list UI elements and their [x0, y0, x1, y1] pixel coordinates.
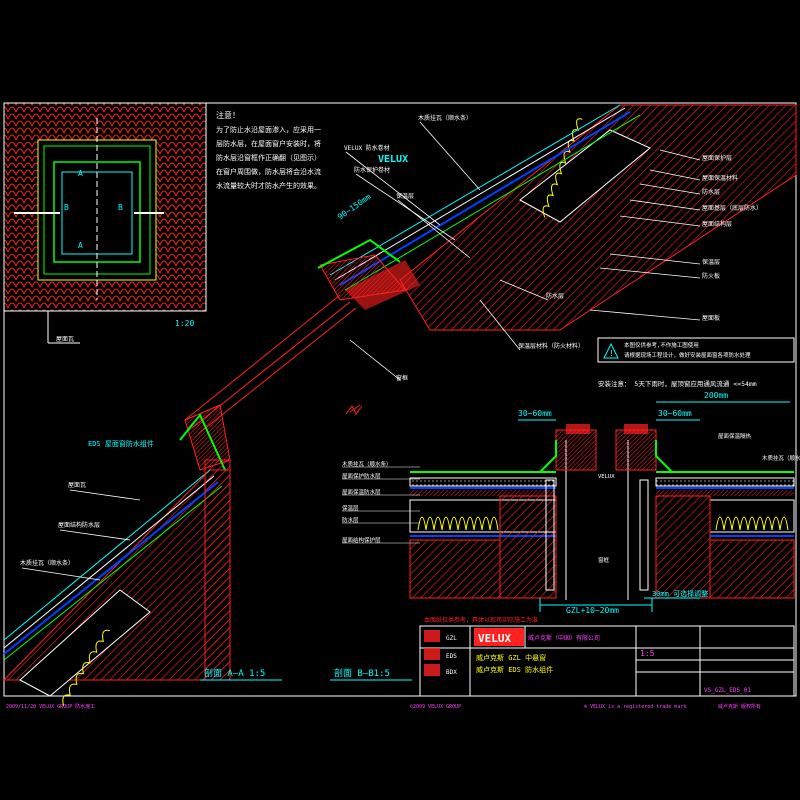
title-product-sub: 威卢克斯 EDS 防水组件 — [476, 665, 553, 674]
dim-30-60-left: 30~60mm — [518, 409, 552, 418]
detail-left-callout: 屋面结构保护层 — [342, 536, 381, 544]
roof-callout: 防水保护卷材 — [354, 166, 390, 174]
legend-eds: EDS — [446, 653, 457, 660]
footer-trademark: ® VELUX is a registered trade mark — [584, 704, 686, 710]
svg-text:!: ! — [609, 349, 614, 358]
plan-label-a-bottom: A — [78, 241, 83, 250]
right-callout: 屋面板 — [702, 314, 720, 322]
notes-line: 防水层沿窗框作正确翻（见图示） — [216, 153, 321, 162]
eds-label: EDS 屋面窗防水组件 — [88, 439, 154, 448]
right-callout: 屋面保温材料 — [702, 174, 738, 182]
footer-mid: ©2009 VELUX GROUP — [410, 704, 461, 710]
footer-copyright: 威卢克斯 版权所有 — [718, 703, 761, 710]
top-callouts: 木质挂瓦（顺水条） VELUX 防水卷材防水保护卷材保温层防水层保温层材料（防火材… — [344, 114, 584, 382]
footer-left: 2009/11/20 VELUX GROUP 防水施工 — [6, 703, 95, 710]
warning-line-1: 本图仅供参考,不作施工图使用 — [624, 341, 699, 349]
roof-callout: 防水层 — [546, 292, 564, 300]
notes-line: 水流量较大时才防水产生的效果。 — [216, 181, 321, 190]
roof-callout: 保温层材料（防火材料） — [518, 342, 584, 350]
right-callout: 屋面结构层 — [702, 220, 732, 228]
roof-callout-glass: 窗框 — [396, 374, 408, 382]
right-callout: 屋面基层（底层防水） — [702, 204, 762, 212]
section-aa-title: 剖面 A—A 1:5 — [204, 667, 265, 679]
right-callout: 防水层 — [702, 188, 720, 196]
left-callout: 屋面瓦 — [68, 482, 86, 489]
dim-90-150: 90~150mm — [336, 192, 373, 222]
section-bb-detail — [409, 401, 795, 612]
detail-right-callout: 木质挂瓦（顺水条） — [762, 454, 800, 462]
section-aa-roof — [2, 104, 797, 707]
detail-left-callout: 保温层 — [342, 504, 359, 512]
plan-view — [3, 102, 207, 312]
warning-line-2: 请根据现场工程设计，做好安装屋面窗各项防水处理 — [624, 351, 751, 359]
dim-gzl: GZL+10~20mm — [566, 606, 619, 615]
detail-right-callout: 窗框 — [598, 556, 610, 564]
plan-scale: 1:20 — [175, 319, 194, 328]
top-install-note: 安装注意： 5天下雨时，屋顶窗应用通风流通 <=54mm — [598, 379, 757, 388]
dim-30-60-right: 30~60mm — [658, 409, 692, 418]
notes-line: 在窗户周围做，防水层将会沿水流 — [216, 167, 321, 176]
plan-label-a-top: A — [78, 169, 83, 178]
legend-bdx: BDX — [446, 669, 457, 676]
detail-right-callout: VELUX — [598, 474, 615, 480]
detail-left-callout: 屋面保护防水层 — [342, 472, 381, 480]
drawing-frame — [3, 102, 797, 697]
plan-label-b-left: B — [64, 203, 69, 212]
title-drawing-no: VS_GZL_EDS_01 — [704, 687, 751, 694]
right-callout: 屋面保护层 — [702, 154, 732, 162]
left-callout: 屋面结构防水层 — [58, 521, 100, 529]
notes-body: 为了防止水沿屋面渗入，应采用一层防水层，在屋面窗户安装时，将防水层沿窗框作正确翻… — [216, 125, 321, 190]
notes-title: 注意！ — [216, 110, 240, 120]
bottom-red-note: 本图纸仅供参考，具体以现场实际施工为准 — [424, 616, 538, 624]
roof-callout: 保温层 — [396, 192, 414, 200]
detail-left-callout: 防水层 — [342, 516, 359, 524]
dim-200: 200mm — [704, 391, 728, 400]
velux-mark-slope: VELUX — [378, 154, 408, 165]
title-block — [419, 625, 795, 697]
left-callout: 木质挂瓦（顺水条） — [20, 559, 74, 567]
warning-box: ! — [597, 337, 795, 363]
dim-30-bottom: 30mm 可选择调整 — [652, 589, 708, 598]
right-callout: 防火板 — [702, 272, 720, 280]
plan-tiles-label: 屋面瓦 — [56, 336, 74, 343]
plan-label-b-right: B — [118, 203, 123, 212]
detail-left-callout: 木质挂瓦（顺水条） — [342, 460, 392, 468]
section-bb-title: 剖面 B—B1:5 — [334, 667, 390, 679]
notes-line: 层防水层，在屋面窗户安装时，将 — [216, 139, 321, 148]
detail-right-callout: 屋面保温隔热 — [718, 432, 752, 440]
title-product: 威卢克斯 GZL 中悬窗 — [476, 653, 546, 662]
title-scale: 1:5 — [640, 649, 655, 658]
detail-left-callout: 屋面保温防水层 — [342, 488, 381, 496]
title-company: 威卢克斯（中国）有限公司 — [528, 634, 600, 642]
title-brand: VELUX — [478, 632, 511, 645]
roof-callout: 木质挂瓦（顺水条） — [418, 114, 472, 122]
legend-gzl: GZL — [446, 635, 457, 642]
roof-callout: VELUX 防水卷材 — [344, 144, 390, 152]
right-callout: 保温层 — [702, 258, 720, 266]
notes-line: 为了防止水沿屋面渗入，应采用一 — [216, 125, 321, 134]
